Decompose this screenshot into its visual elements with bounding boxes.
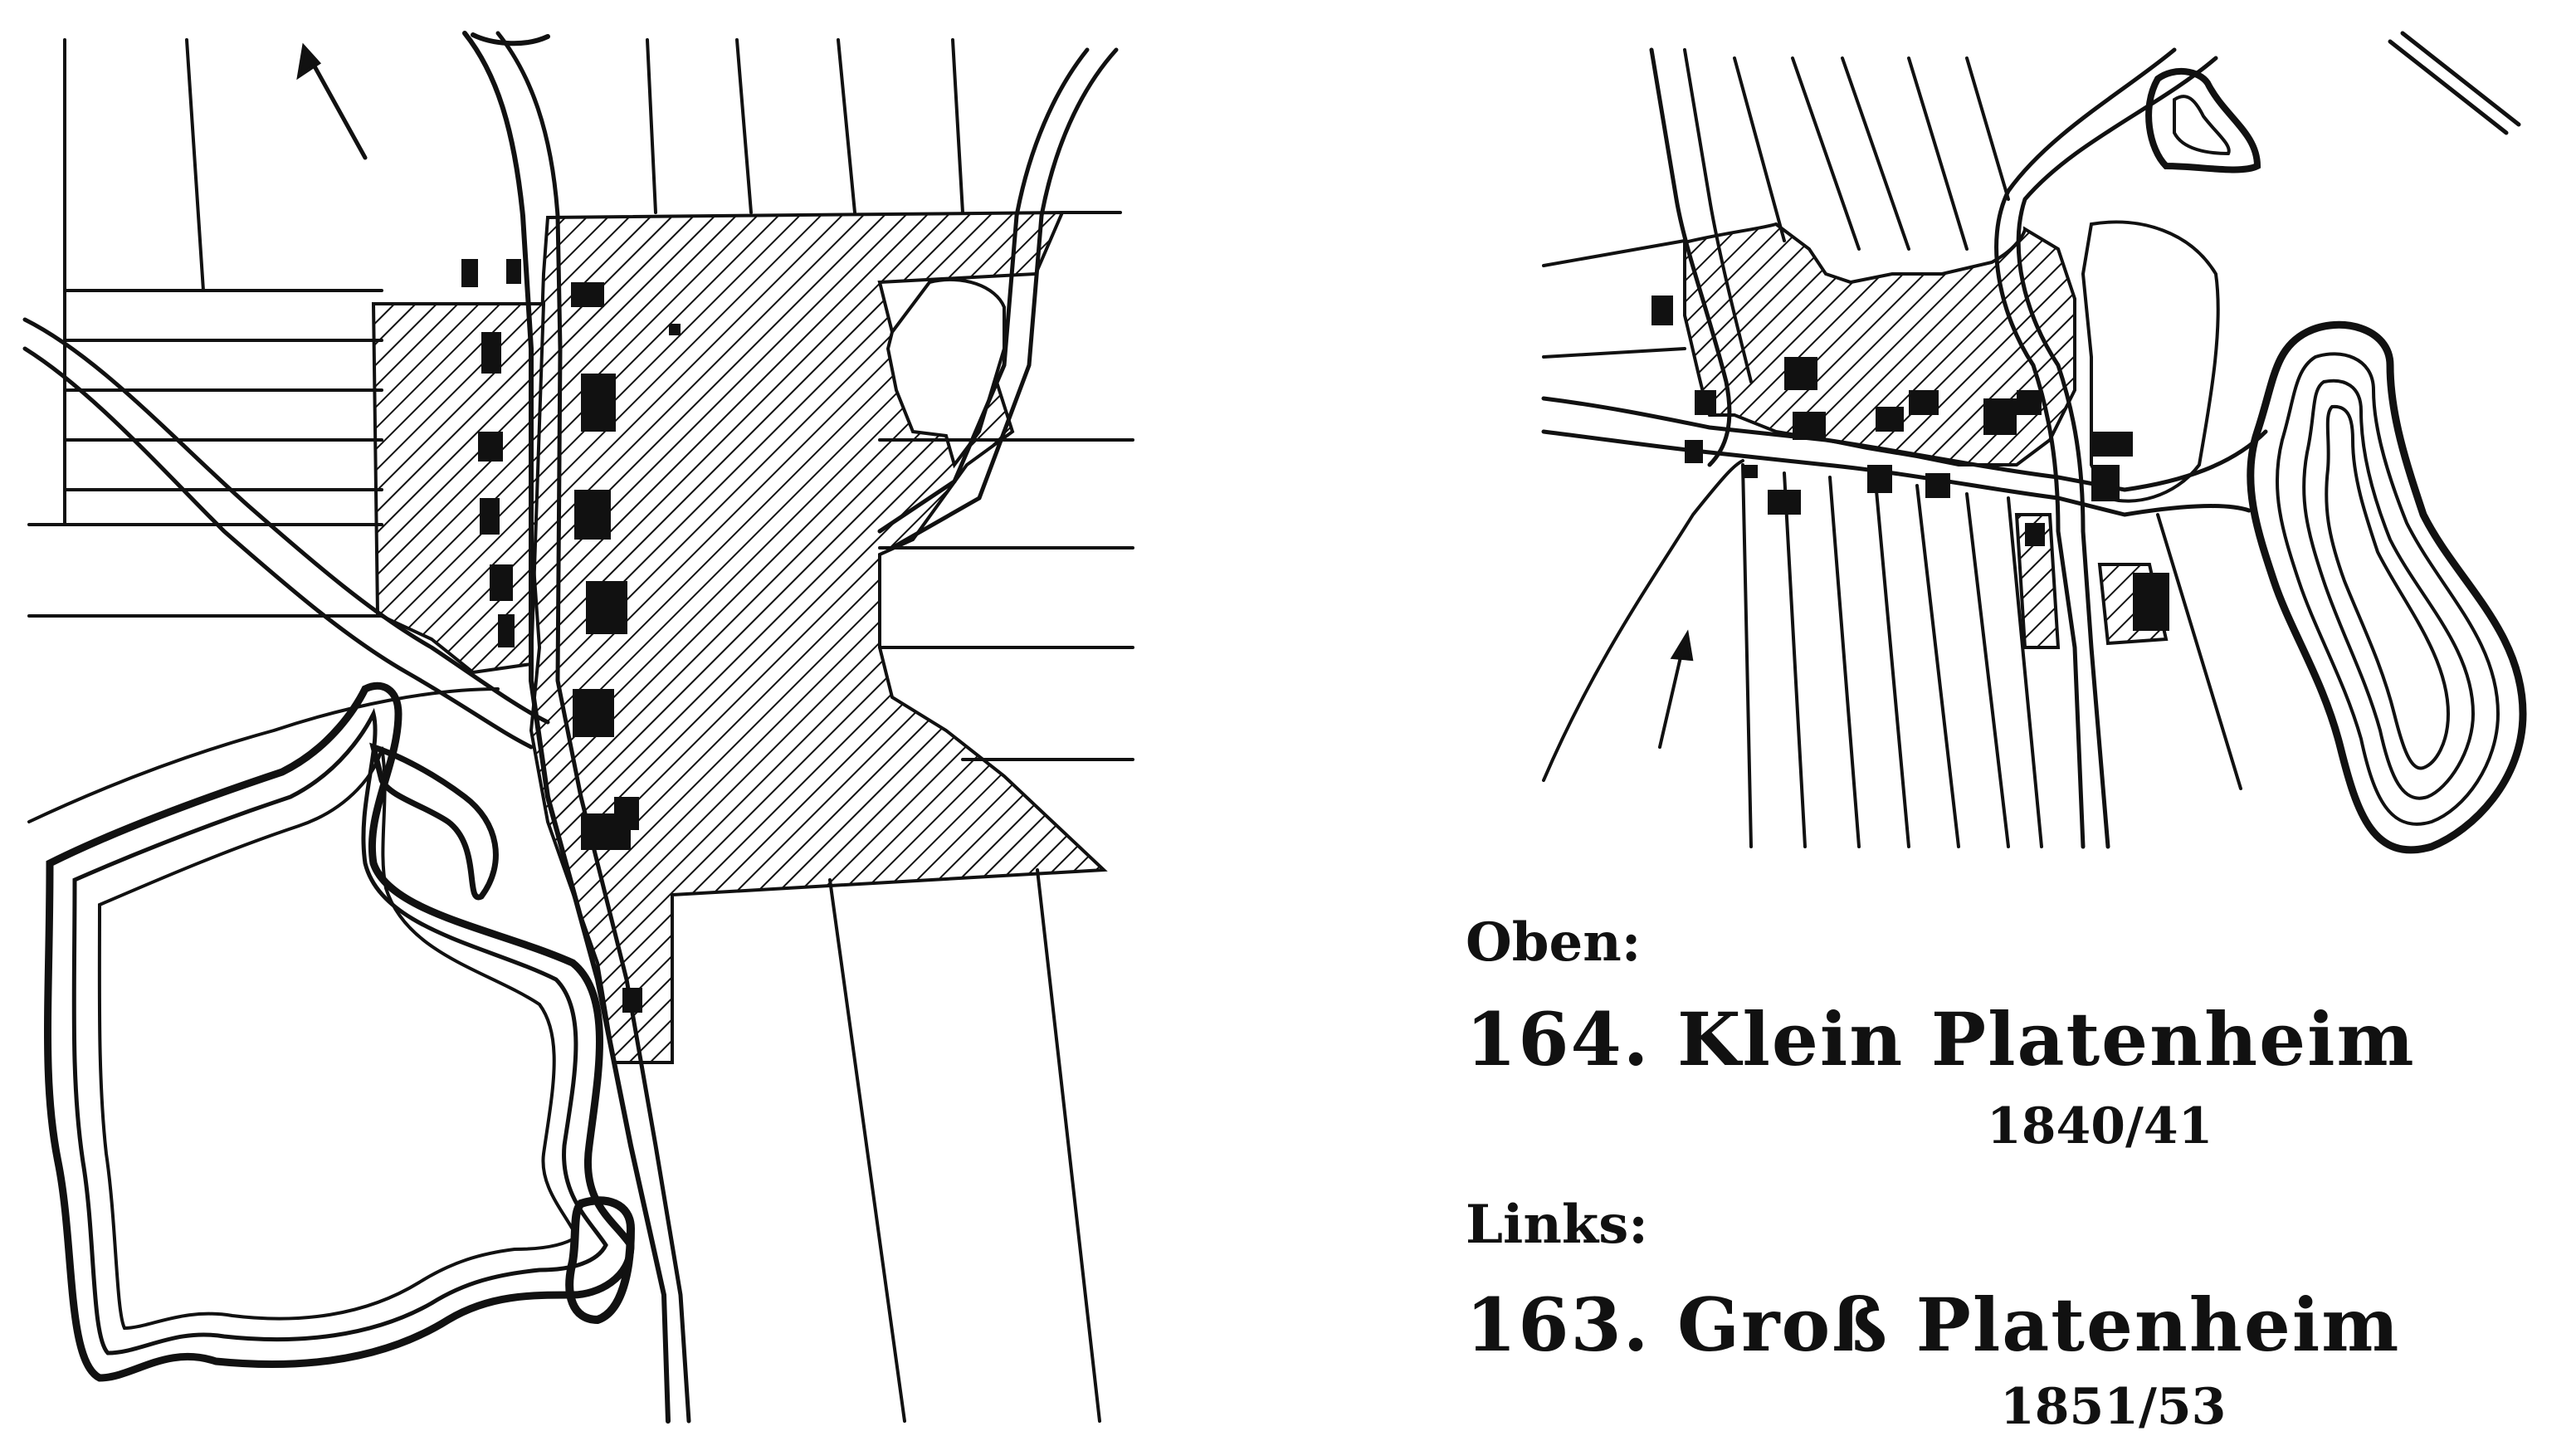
large-pond [44, 681, 635, 1382]
village-hatched-west [371, 302, 546, 675]
north-arrow-icon [1658, 629, 1694, 749]
contour-lake [2247, 320, 2527, 854]
main-road [462, 31, 671, 1424]
north-arrow-icon [296, 42, 368, 160]
caption-top-year: 1840/41 [1987, 1097, 2213, 1155]
map-klein-platenheim [1541, 31, 2527, 854]
caption-top-label: Oben: [1466, 911, 1642, 974]
caption-top-title: 164. Klein Platenheim [1466, 996, 2416, 1082]
caption-left-label: Links: [1466, 1194, 1648, 1256]
caption-left-title: 163. Groß Platenheim [1466, 1282, 2401, 1368]
klein-hatched-area [1683, 222, 2076, 466]
map-gross-platenheim [22, 31, 1134, 1424]
caption-left-year: 1851/53 [2000, 1378, 2227, 1436]
clearing [886, 277, 1006, 469]
